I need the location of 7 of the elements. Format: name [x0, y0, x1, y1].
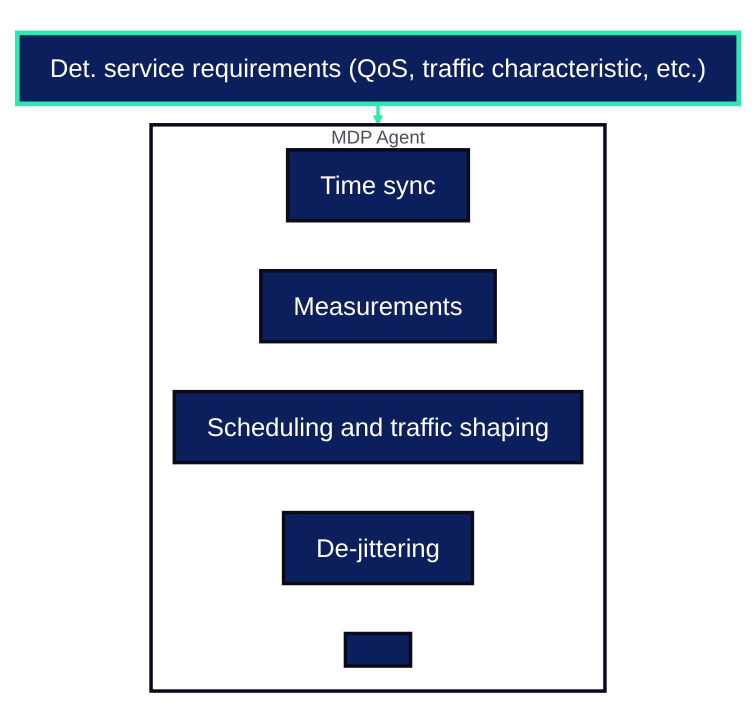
- node-box: Det. service requirements (QoS, traffic characteristic, etc.): [14, 30, 742, 106]
- node-box: [344, 631, 412, 668]
- node-box: De-jittering: [282, 510, 474, 585]
- arrow: [372, 103, 384, 125]
- node-box: Scheduling and traffic shaping: [172, 389, 584, 464]
- node-box: Measurements: [259, 268, 497, 343]
- node-box: Time sync: [286, 148, 470, 222]
